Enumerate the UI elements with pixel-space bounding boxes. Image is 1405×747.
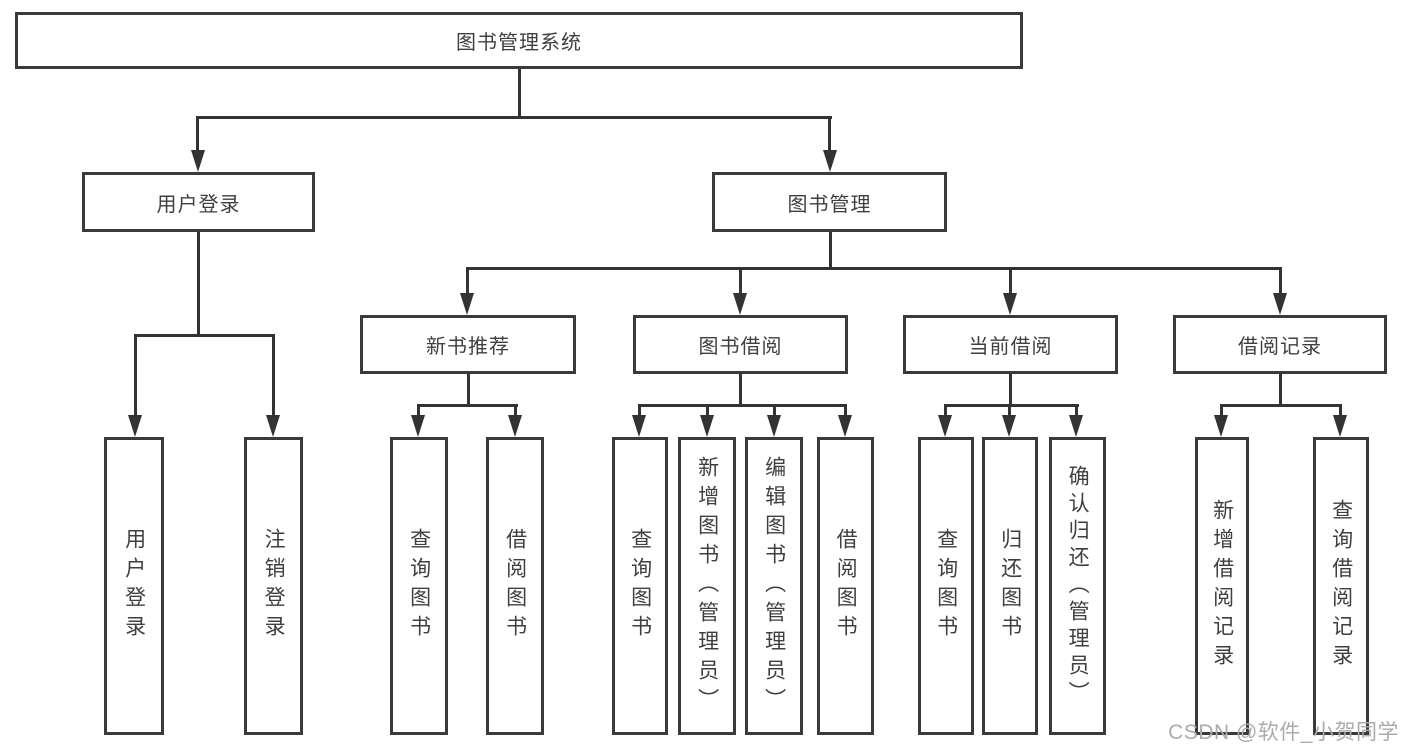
leaf-add-borrow-record-label: 新增借阅记录 (1210, 499, 1234, 673)
connector-new-book-recommend-stem (467, 373, 470, 407)
node-book-management: 图书管理 (712, 172, 947, 232)
node-user-login: 用户登录 (82, 172, 315, 232)
connector-drop (1075, 404, 1078, 418)
node-borrow-records-label: 借阅记录 (1238, 336, 1322, 358)
arrowhead-down-icon (700, 415, 714, 437)
leaf-current-query-books: 查询图书 (918, 437, 974, 735)
connector-drop-leaf-user-login (134, 334, 137, 417)
connector-drop (844, 404, 847, 418)
connector-book-borrow-stem (739, 373, 742, 407)
connector-root-rail (196, 116, 832, 119)
connector-current-borrow-stem (1009, 373, 1012, 407)
connector-drop (944, 404, 947, 418)
arrowhead-down-icon (1214, 415, 1228, 437)
connector-drop (417, 404, 420, 418)
leaf-logout-label: 注销登录 (262, 528, 286, 644)
node-borrow-records: 借阅记录 (1173, 315, 1387, 374)
leaf-return-books-label: 归还图书 (998, 528, 1022, 644)
leaf-confirm-return-admin: 确认归还（管理员） (1049, 437, 1106, 735)
leaf-add-borrow-record: 新增借阅记录 (1195, 437, 1249, 735)
connector-drop (1339, 404, 1342, 418)
leaf-recommend-query-books-label: 查询图书 (407, 528, 431, 644)
leaf-logout: 注销登录 (244, 437, 303, 735)
connector-drop-user-login (196, 116, 199, 152)
leaf-user-login: 用户登录 (104, 437, 164, 735)
arrowhead-down-icon (632, 415, 646, 437)
node-new-book-recommend-label: 新书推荐 (426, 336, 510, 358)
connector-root-stem (518, 66, 521, 118)
leaf-recommend-borrow-books-label: 借阅图书 (503, 528, 527, 644)
arrowhead-down-icon (1002, 415, 1016, 437)
connector-user-login-stem (197, 232, 200, 337)
node-root: 图书管理系统 (15, 12, 1023, 69)
leaf-add-books-admin-label: 新增图书（管理员） (695, 455, 719, 717)
connector-book-borrow-rail (638, 404, 847, 407)
arrowhead-down-icon (1003, 293, 1017, 315)
arrowhead-down-icon (128, 415, 142, 437)
leaf-return-books: 归还图书 (982, 437, 1038, 735)
node-book-borrow: 图书借阅 (633, 315, 848, 374)
leaf-confirm-return-admin-label: 确认归还（管理员） (1066, 464, 1090, 708)
arrowhead-down-icon (191, 150, 205, 172)
connector-drop-book-borrow (739, 267, 742, 295)
connector-drop (1008, 404, 1011, 418)
leaf-edit-books-admin-label: 编辑图书（管理员） (762, 455, 786, 717)
node-current-borrow: 当前借阅 (903, 315, 1118, 374)
node-new-book-recommend: 新书推荐 (360, 315, 576, 374)
arrowhead-down-icon (1069, 415, 1083, 437)
arrowhead-down-icon (938, 415, 952, 437)
arrowhead-down-icon (460, 293, 474, 315)
leaf-recommend-borrow-books: 借阅图书 (486, 437, 544, 735)
connector-drop-current-borrow (1009, 267, 1012, 295)
leaf-borrow-query-books: 查询图书 (612, 437, 668, 735)
leaf-query-borrow-record: 查询借阅记录 (1313, 437, 1369, 735)
leaf-add-books-admin: 新增图书（管理员） (678, 437, 736, 735)
arrowhead-down-icon (508, 415, 522, 437)
connector-borrow-records-stem (1279, 373, 1282, 407)
connector-drop-borrow-records (1279, 267, 1282, 295)
csdn-watermark: CSDN @软件_小贺同学 (1168, 721, 1399, 744)
node-user-login-label: 用户登录 (156, 193, 241, 216)
arrowhead-down-icon (767, 415, 781, 437)
connector-drop-book-management (828, 116, 831, 152)
connector-book-management-rail (466, 267, 1282, 270)
connector-drop (514, 404, 517, 418)
leaf-recommend-query-books: 查询图书 (390, 437, 448, 735)
connector-drop-new-book-recommend (466, 267, 469, 295)
node-book-management-label: 图书管理 (787, 193, 872, 216)
leaf-edit-books-admin: 编辑图书（管理员） (745, 437, 803, 735)
node-book-borrow-label: 图书借阅 (698, 336, 783, 358)
leaf-borrow-books-label: 借阅图书 (834, 528, 858, 644)
leaf-current-query-books-label: 查询图书 (934, 528, 958, 644)
connector-drop (638, 404, 641, 418)
connector-new-book-recommend-rail (417, 404, 518, 407)
node-root-label: 图书管理系统 (456, 32, 582, 54)
leaf-borrow-books: 借阅图书 (817, 437, 874, 735)
connector-current-borrow-rail (944, 404, 1079, 407)
connector-drop (1220, 404, 1223, 418)
connector-drop (706, 404, 709, 418)
connector-borrow-records-rail (1220, 404, 1342, 407)
connector-book-management-stem (829, 232, 832, 270)
arrowhead-down-icon (838, 415, 852, 437)
arrowhead-down-icon (1273, 293, 1287, 315)
connector-drop (773, 404, 776, 418)
arrowhead-down-icon (411, 415, 425, 437)
connector-drop-leaf-logout (272, 334, 275, 417)
node-current-borrow-label: 当前借阅 (968, 336, 1053, 358)
arrowhead-down-icon (266, 415, 280, 437)
leaf-user-login-label: 用户登录 (122, 528, 146, 644)
leaf-query-borrow-record-label: 查询借阅记录 (1329, 499, 1353, 673)
arrowhead-down-icon (1333, 415, 1347, 437)
connector-user-login-rail (134, 334, 275, 337)
leaf-borrow-query-books-label: 查询图书 (628, 528, 652, 644)
arrowhead-down-icon (733, 293, 747, 315)
arrowhead-down-icon (823, 150, 837, 172)
